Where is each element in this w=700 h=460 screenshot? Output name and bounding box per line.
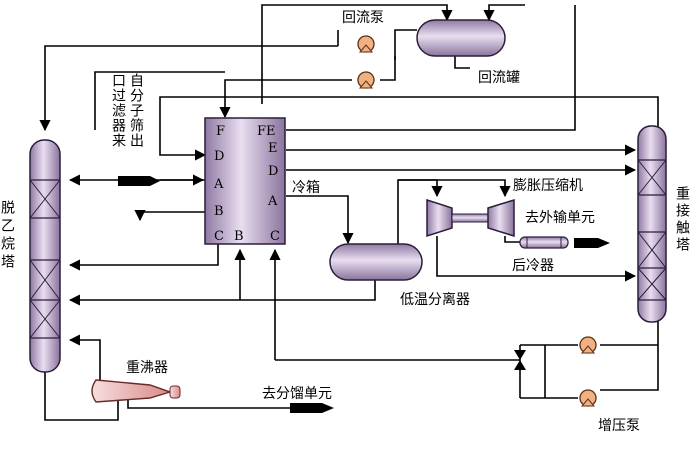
lts-label: 低温分离器 bbox=[400, 291, 470, 308]
aftercooler: 去外输单元 后冷器 bbox=[512, 210, 610, 274]
heavy-tower-label: 重接触塔 bbox=[674, 186, 690, 254]
coldbox-left-A: A bbox=[213, 177, 224, 192]
booster-pump-1 bbox=[579, 336, 597, 354]
lts-liquid bbox=[68, 280, 376, 306]
coldbox-right-E: E bbox=[268, 141, 278, 156]
valve-icon bbox=[514, 350, 526, 370]
reflux-pump-1 bbox=[357, 35, 375, 53]
mol-sieve-label-2: 口过滤器来 bbox=[110, 73, 126, 148]
fractionation-label: 去分馏单元 bbox=[262, 386, 332, 402]
reflux-drum: 回流罐 bbox=[416, 19, 520, 86]
coldbox-right-FE: FE bbox=[257, 124, 276, 139]
feed-arrow-icon bbox=[118, 176, 160, 186]
compressor-in bbox=[398, 179, 511, 198]
coldbox-right-D: D bbox=[268, 164, 278, 179]
heavy-contact-tower: 重接触塔 bbox=[637, 125, 690, 323]
reboiler-return bbox=[68, 334, 101, 388]
aftercooler-label: 后冷器 bbox=[512, 258, 554, 274]
coldbox-left-F: F bbox=[216, 124, 225, 139]
drum-outlet-1 bbox=[394, 29, 417, 60]
coldbox-right-C: C bbox=[270, 229, 280, 244]
mol-sieve-loop bbox=[94, 71, 225, 130]
coldbox-a-outlet bbox=[286, 195, 354, 245]
reflux-pump-2 bbox=[357, 71, 375, 89]
reflux-drum-label: 回流罐 bbox=[478, 70, 520, 86]
overhead-line bbox=[261, 4, 453, 104]
expander-to-heavy bbox=[436, 236, 637, 282]
reflux-pump-label: 回流泵 bbox=[342, 10, 384, 26]
deethanizer-column: 脱乙烷塔 bbox=[0, 139, 61, 373]
coldbox-left-C: C bbox=[214, 229, 224, 244]
coldbox-left-B: B bbox=[214, 204, 224, 219]
booster-pump-2 bbox=[579, 389, 597, 407]
cold-box-label: 冷箱 bbox=[292, 180, 320, 196]
low-temp-separator: 低温分离器 bbox=[329, 243, 470, 308]
to-fractionation bbox=[127, 400, 290, 409]
export-arrow-icon bbox=[574, 238, 610, 248]
heavy-tower-overhead bbox=[159, 96, 659, 161]
reboiler: 重沸器 bbox=[91, 360, 181, 403]
booster-manifold bbox=[544, 344, 658, 399]
coldbox-b-to-deeth bbox=[134, 209, 205, 222]
coldbox-c-to-deeth bbox=[68, 240, 219, 271]
drum-outlet-2 bbox=[454, 55, 470, 69]
fractionation-arrow-icon bbox=[290, 403, 334, 413]
coldbox-right-A: A bbox=[267, 194, 278, 209]
reboiler-vapor bbox=[44, 372, 119, 421]
drum-vent-line bbox=[483, 4, 525, 22]
expander-label: 膨胀压缩机 bbox=[513, 177, 583, 194]
coldbox-e-to-heavy bbox=[286, 5, 576, 131]
heavy-bottom bbox=[600, 320, 659, 391]
coldbox-bottom-B: B bbox=[234, 229, 244, 244]
reboiler-label: 重沸器 bbox=[126, 360, 168, 376]
export-label: 去外输单元 bbox=[525, 210, 595, 226]
deethanizer-label: 脱乙烷塔 bbox=[0, 200, 15, 272]
mol-sieve-label-1: 自分子筛出 bbox=[128, 73, 144, 148]
reflux-to-deethanizer bbox=[39, 45, 338, 132]
coldbox-left-D: D bbox=[214, 149, 224, 164]
booster-pump-label: 增压泵 bbox=[598, 418, 640, 434]
pump2-line bbox=[219, 79, 352, 119]
cold-box: F D A B C FE E D A C B 冷箱 bbox=[204, 117, 320, 245]
pump2-suction bbox=[380, 56, 396, 81]
expander-compressor: 膨胀压缩机 bbox=[426, 177, 583, 238]
compressor-export bbox=[504, 236, 520, 243]
